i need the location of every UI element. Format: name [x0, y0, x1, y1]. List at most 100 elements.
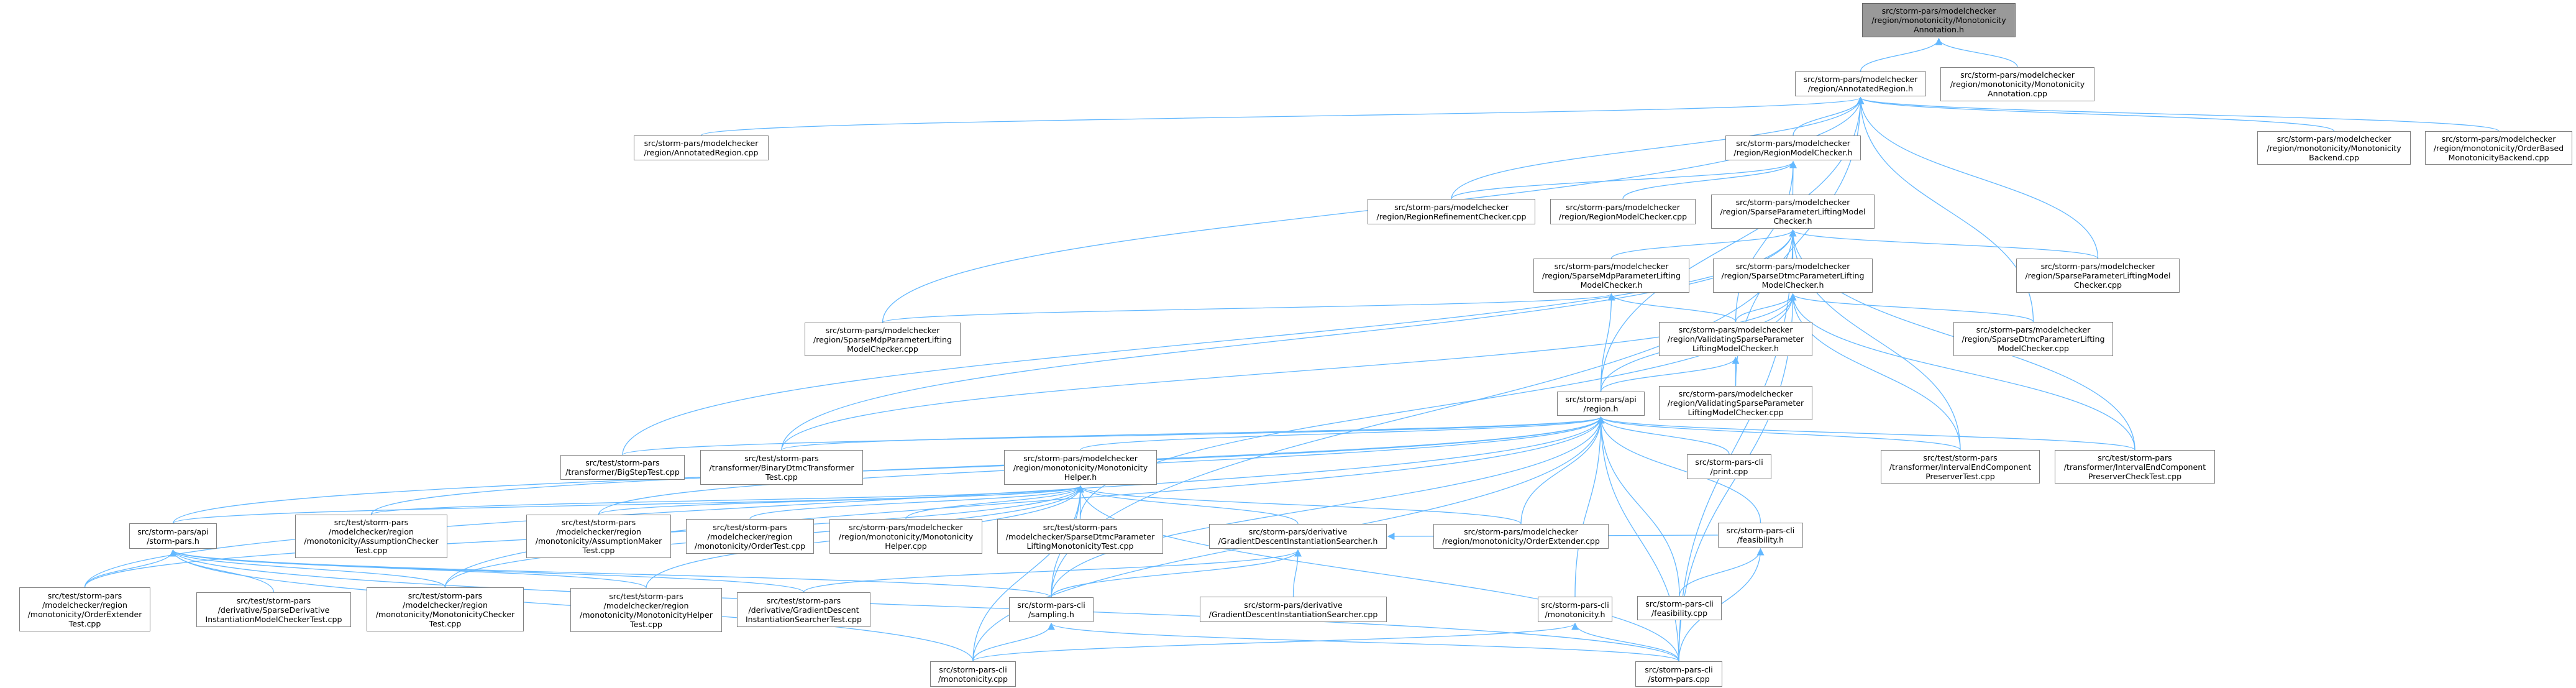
file-node-label-line: /GradientDescentInstantiationSearcher.cp…: [1208, 609, 1378, 619]
file-node-oecpp[interactable]: src/storm-pars/modelchecker/region/monot…: [1433, 524, 1609, 549]
file-node-ar[interactable]: src/storm-pars/modelchecker/region/Annot…: [1795, 71, 1926, 96]
file-node-label-line: LiftingModelChecker.cpp: [1688, 408, 1784, 417]
file-node-mb[interactable]: src/storm-pars/modelchecker/region/monot…: [2257, 131, 2411, 165]
file-node-mhcpp[interactable]: src/storm-pars/modelchecker/region/monot…: [829, 519, 982, 554]
file-node-label-line: /region/monotonicity/Monotonicity: [1871, 16, 2006, 25]
file-node-label-line: /monotonicity.cpp: [938, 674, 1008, 684]
file-node-iecpc[interactable]: src/test/storm-pars/transformer/Interval…: [2055, 450, 2215, 484]
file-node-label-line: src/storm-pars/modelchecker: [1881, 6, 1996, 16]
include-edge-binary-to-sdtmch: [781, 293, 1797, 451]
file-node-label-line: /region.h: [1583, 403, 1619, 413]
file-node-print[interactable]: src/storm-pars-cli/print.cpp: [1687, 454, 1771, 479]
file-node-vscpp[interactable]: src/storm-pars/modelchecker/region/Valid…: [1659, 386, 1812, 420]
file-node-sdtmch[interactable]: src/storm-pars/modelchecker/region/Spars…: [1713, 259, 1873, 293]
file-node-label-line: LiftingMonotonicityTest.cpp: [1026, 541, 1134, 551]
file-node-sdtmccpp[interactable]: src/storm-pars/modelchecker/region/Spars…: [1953, 322, 2113, 356]
include-edge-stormcpp-to-mhh: [1077, 485, 1679, 662]
file-node-label-line: /monotonicity/AssumptionMaker: [535, 536, 662, 546]
file-node-regionh[interactable]: src/storm-pars/api/region.h: [1557, 392, 1645, 416]
file-node-label-line: src/storm-pars-cli: [1645, 664, 1713, 674]
file-node-label-line: LiftingModelChecker.h: [1692, 344, 1779, 353]
include-edge-splmccpp-to-splmc: [1789, 229, 2099, 259]
file-node-label-line: /modelchecker/region: [42, 600, 127, 610]
file-node-oetest[interactable]: src/test/storm-pars/modelchecker/region/…: [19, 587, 150, 631]
file-node-feash[interactable]: src/storm-pars-cli/feasibility.h: [1718, 523, 1803, 548]
file-node-label-line: src/storm-pars/api: [137, 526, 209, 536]
include-edge-monocpp-to-monoh: [972, 622, 1579, 662]
file-node-iecp[interactable]: src/test/storm-pars/transformer/Interval…: [1881, 450, 2040, 484]
file-node-label-line: src/storm-pars/modelchecker: [1566, 202, 1680, 212]
file-node-label-line: Test.cpp: [630, 619, 662, 629]
include-edge-feash-to-regionh: [1597, 416, 1761, 523]
include-edge-arcpp-to-ar: [700, 96, 1864, 136]
include-edge-iecp-to-sdtmch: [1789, 293, 1961, 451]
file-node-label-line: /monotonicity/MonotonicityChecker: [375, 609, 515, 619]
file-node-arcpp[interactable]: src/storm-pars/modelchecker/region/Annot…: [634, 135, 769, 160]
file-node-label-line: src/storm-pars/modelchecker: [1678, 325, 1793, 334]
include-edge-gdh-to-mhh: [1077, 485, 1299, 525]
file-node-label-line: /modelchecker/region: [707, 531, 793, 541]
file-node-feascpp[interactable]: src/storm-pars-cli/feasibility.cpp: [1637, 596, 1722, 620]
file-node-label-line: /region/AnnotatedRegion.cpp: [644, 148, 759, 157]
file-node-label-line: src/storm-pars/modelchecker: [1960, 70, 2075, 80]
file-node-label-line: Checker.cpp: [2074, 280, 2122, 290]
file-node-bigstep[interactable]: src/test/storm-pars/transformer/BigStepT…: [560, 455, 685, 480]
file-node-label-line: Helper.cpp: [885, 541, 927, 551]
include-edge-vsh-to-sdtmch: [1735, 293, 1797, 323]
file-node-label-line: src/storm-pars/modelchecker: [1464, 527, 1578, 536]
include-edge-print-to-regionh: [1597, 416, 1730, 455]
file-node-assumpm[interactable]: src/test/storm-pars/modelchecker/region/…: [526, 515, 671, 558]
file-node-mac[interactable]: src/storm-pars/modelchecker/region/monot…: [1940, 67, 2094, 101]
file-node-label-line: /transformer/BigStepTest.cpp: [565, 467, 680, 477]
file-node-ordertest[interactable]: src/test/storm-pars/modelchecker/region/…: [686, 519, 814, 554]
file-node-label-line: /region/monotonicity/Monotonicity: [838, 531, 974, 541]
file-node-label-line: src/test/storm-pars: [408, 590, 483, 600]
file-node-stormcpp[interactable]: src/storm-pars-cli/storm-pars.cpp: [1635, 661, 1722, 687]
include-edge-assumpc-to-mhh: [370, 485, 1084, 515]
file-node-label-line: Backend.cpp: [2309, 152, 2359, 162]
file-node-sampling[interactable]: src/storm-pars-cli/sampling.h: [1009, 597, 1094, 622]
file-node-stormparsh[interactable]: src/storm-pars/api/storm-pars.h: [129, 523, 217, 549]
file-node-label-line: src/test/storm-pars: [561, 518, 636, 527]
file-node-label-line: src/storm-pars/modelchecker: [1803, 75, 1918, 84]
file-node-smdph[interactable]: src/storm-pars/modelchecker/region/Spars…: [1533, 259, 1689, 293]
file-node-label-line: src/storm-pars/modelchecker: [1976, 325, 2091, 334]
file-node-binary[interactable]: src/test/storm-pars/transformer/BinaryDt…: [700, 450, 863, 485]
file-node-mhtest[interactable]: src/test/storm-pars/modelchecker/region/…: [570, 588, 722, 632]
file-node-monoh[interactable]: src/storm-pars-cli/monotonicity.h: [1538, 597, 1612, 622]
file-node-vsh[interactable]: src/storm-pars/modelchecker/region/Valid…: [1659, 322, 1812, 356]
file-node-monocpp[interactable]: src/storm-pars-cli/monotonicity.cpp: [930, 661, 1016, 687]
file-node-assumpc[interactable]: src/test/storm-pars/modelchecker/region/…: [295, 515, 447, 558]
file-node-label-line: src/storm-pars/modelchecker: [1736, 139, 1850, 148]
file-node-mctest[interactable]: src/test/storm-pars/modelchecker/region/…: [367, 587, 524, 631]
file-node-sdtmcmono[interactable]: src/test/storm-pars/modelchecker/SparseD…: [997, 519, 1163, 554]
file-node-label-line: src/storm-pars/modelchecker: [1735, 262, 1850, 271]
file-node-label-line: Test.cpp: [582, 546, 615, 555]
file-node-label-line: src/test/storm-pars: [585, 458, 660, 467]
file-node-label-line: src/storm-pars-cli: [1645, 599, 1714, 608]
file-node-label-line: /region/monotonicity/OrderBased: [2433, 143, 2564, 153]
file-node-mhh[interactable]: src/storm-pars/modelchecker/region/monot…: [1004, 450, 1157, 485]
file-node-splmc[interactable]: src/storm-pars/modelchecker/region/Spars…: [1711, 195, 1875, 229]
file-node-gdh[interactable]: src/storm-pars/derivative/GradientDescen…: [1209, 524, 1387, 549]
file-node-rrc[interactable]: src/storm-pars/modelchecker/region/Regio…: [1368, 199, 1535, 224]
file-node-label-line: /region/monotonicity/Monotonicity: [1013, 462, 1148, 472]
file-node-rmc[interactable]: src/storm-pars/modelchecker/region/Regio…: [1725, 135, 1861, 160]
file-node-label-line: /transformer/BinaryDtmcTransformer: [709, 462, 854, 472]
file-node-gdcpp[interactable]: src/storm-pars/derivative/GradientDescen…: [1200, 597, 1387, 622]
file-node-sdertest[interactable]: src/test/storm-pars/derivative/SparseDer…: [196, 592, 351, 627]
include-edge-rrc-to-rmc: [1451, 160, 1797, 200]
file-node-rmccpp[interactable]: src/storm-pars/modelchecker/region/Regio…: [1550, 199, 1696, 224]
file-node-label-line: /region/AnnotatedRegion.h: [1807, 84, 1914, 93]
file-node-gdtest[interactable]: src/test/storm-pars/derivative/GradientD…: [737, 592, 870, 627]
file-node-label-line: ModelChecker.cpp: [1998, 344, 2069, 353]
include-edge-feascpp-to-regionh: [1597, 416, 1680, 597]
include-edge-mctest-to-regionh: [444, 416, 1605, 588]
file-node-label-line: PreserverCheckTest.cpp: [2088, 471, 2182, 481]
file-node-splmccpp[interactable]: src/storm-pars/modelchecker/region/Spars…: [2016, 259, 2180, 293]
file-node-smdpcpp[interactable]: src/storm-pars/modelchecker/region/Spars…: [805, 323, 961, 356]
file-node-label-line: src/test/storm-pars: [236, 595, 311, 605]
include-edge-regionh-to-smdph: [1600, 293, 1615, 392]
file-node-obmb[interactable]: src/storm-pars/modelchecker/region/monot…: [2425, 131, 2572, 165]
